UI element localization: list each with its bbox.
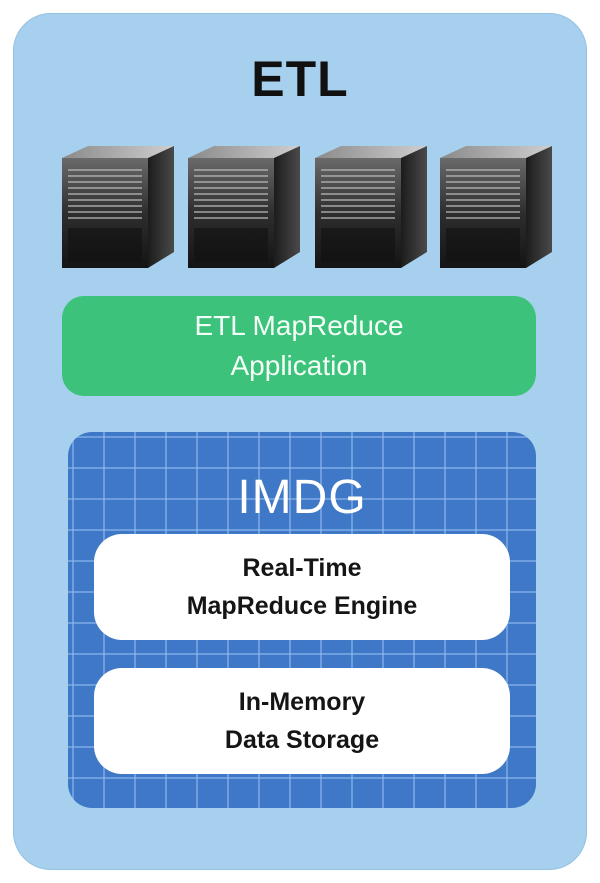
server-row [0, 0, 600, 300]
imdg-title: IMDG [237, 471, 367, 524]
server-icon [315, 146, 427, 268]
engine-line2: MapReduce Engine [186, 592, 418, 620]
in-memory-data-storage-box: In-Memory Data Storage [94, 668, 510, 774]
storage-line1: In-Memory [238, 688, 366, 716]
imdg-panel: IMDG Real-Time MapReduce Engine In-Memor… [68, 432, 536, 808]
realtime-mapreduce-engine-box: Real-Time MapReduce Engine [94, 534, 510, 640]
etl-app-line2: Application [230, 350, 368, 381]
engine-line1: Real-Time [242, 554, 362, 582]
server-icon [440, 146, 552, 268]
etl-title: ETL [251, 51, 349, 107]
server-icon [62, 146, 174, 268]
server-icon [188, 146, 300, 268]
etl-app-line1: ETL MapReduce [194, 310, 404, 341]
etl-mapreduce-application: ETL MapReduce Application [62, 296, 536, 396]
storage-line2: Data Storage [224, 726, 380, 754]
